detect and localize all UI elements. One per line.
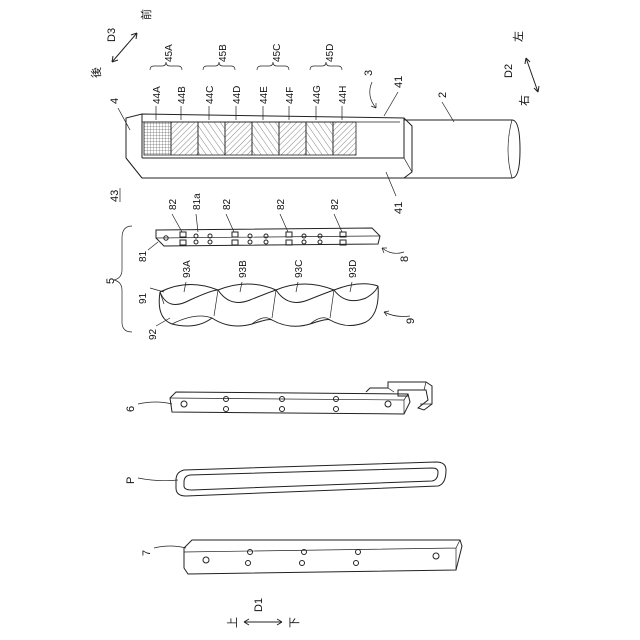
d2-left-label: 左 bbox=[512, 31, 525, 42]
cylinder-2 bbox=[404, 120, 520, 178]
cell-label-44b: 44B bbox=[177, 86, 188, 104]
bracket-45a bbox=[150, 62, 182, 70]
cell-holder-9: 91 93A 93B 93C 93D 92 9 bbox=[138, 260, 417, 340]
ref-92: 92 bbox=[148, 328, 159, 340]
d1-down-label: 下 bbox=[288, 617, 301, 628]
group-labels: 45A 45B 45C 45D bbox=[150, 44, 342, 70]
ref-4: 4 bbox=[109, 98, 121, 104]
ref-82-b: 82 bbox=[222, 198, 233, 210]
ref-82-a: 82 bbox=[168, 198, 179, 210]
ref-9: 9 bbox=[405, 318, 417, 324]
cell-44f bbox=[279, 122, 306, 155]
d1-up-label: 上 bbox=[226, 617, 239, 628]
group-45c-label: 45C bbox=[272, 44, 283, 62]
ref-93a: 93A bbox=[182, 260, 193, 278]
assembly-5-bracket: 5 bbox=[105, 226, 132, 332]
connector-tab bbox=[366, 382, 432, 410]
ref-6: 6 bbox=[125, 406, 137, 412]
cell-label-44f: 44F bbox=[285, 87, 296, 104]
bus-bar-plate-8: 82 81a 82 82 82 81 8 bbox=[138, 193, 411, 262]
plate-6: 6 bbox=[125, 382, 432, 414]
cell-44g bbox=[306, 122, 333, 155]
direction-indicator-d2: 左 D2 右 bbox=[503, 31, 539, 106]
ref-93d: 93D bbox=[348, 260, 359, 278]
ref-p: P bbox=[125, 477, 137, 484]
ref-5: 5 bbox=[105, 278, 117, 284]
cell-44d bbox=[225, 122, 252, 155]
direction-indicator-d1: 上 D1 下 bbox=[226, 598, 301, 628]
gasket-p: P bbox=[125, 462, 446, 496]
ref-7: 7 bbox=[141, 550, 153, 556]
cell-44h bbox=[333, 122, 356, 155]
ref-8: 8 bbox=[399, 256, 411, 262]
cell-label-44h: 44H bbox=[338, 86, 349, 104]
cell-44c bbox=[198, 122, 225, 155]
bracket-45d bbox=[310, 62, 342, 70]
bracket-45c bbox=[257, 62, 289, 70]
d1-label: D1 bbox=[253, 598, 265, 612]
d2-right-label: 右 bbox=[517, 95, 531, 106]
d2-label: D2 bbox=[503, 64, 515, 78]
ref-41-bottom: 41 bbox=[393, 202, 405, 214]
d3-label: D3 bbox=[106, 28, 118, 42]
ref-82-d: 82 bbox=[330, 198, 341, 210]
ref-41-top: 41 bbox=[393, 76, 405, 88]
ref-43: 43 bbox=[109, 190, 121, 202]
plate-7: 7 bbox=[141, 540, 462, 574]
cell-label-44c: 44C bbox=[205, 86, 216, 104]
terminal-pairs bbox=[180, 232, 346, 245]
group-45a-label: 45A bbox=[164, 44, 175, 62]
cell-44b bbox=[171, 122, 198, 155]
cell-44a bbox=[144, 122, 171, 155]
ref-91: 91 bbox=[138, 292, 149, 304]
cell-label-44e: 44E bbox=[259, 86, 270, 104]
group-45b-label: 45B bbox=[218, 44, 229, 62]
d3-front-label: 前 bbox=[139, 9, 153, 20]
direction-indicator-d3: D3 前 後 bbox=[89, 9, 153, 78]
ref-93c: 93C bbox=[294, 260, 305, 278]
ref-82-c: 82 bbox=[276, 198, 287, 210]
cell-44e bbox=[252, 122, 279, 155]
ref-93b: 93B bbox=[238, 260, 249, 278]
cell-label-44g: 44G bbox=[312, 85, 323, 104]
bracket-45b bbox=[203, 62, 235, 70]
ref-3: 3 bbox=[363, 70, 375, 76]
ref-2: 2 bbox=[437, 92, 449, 98]
ref-81a: 81a bbox=[192, 193, 203, 210]
cell-label-44a: 44A bbox=[152, 86, 163, 104]
group-45d-label: 45D bbox=[325, 44, 336, 62]
ref-81: 81 bbox=[138, 250, 149, 262]
d3-back-label: 後 bbox=[89, 67, 103, 78]
cell-label-44d: 44D bbox=[232, 86, 243, 104]
